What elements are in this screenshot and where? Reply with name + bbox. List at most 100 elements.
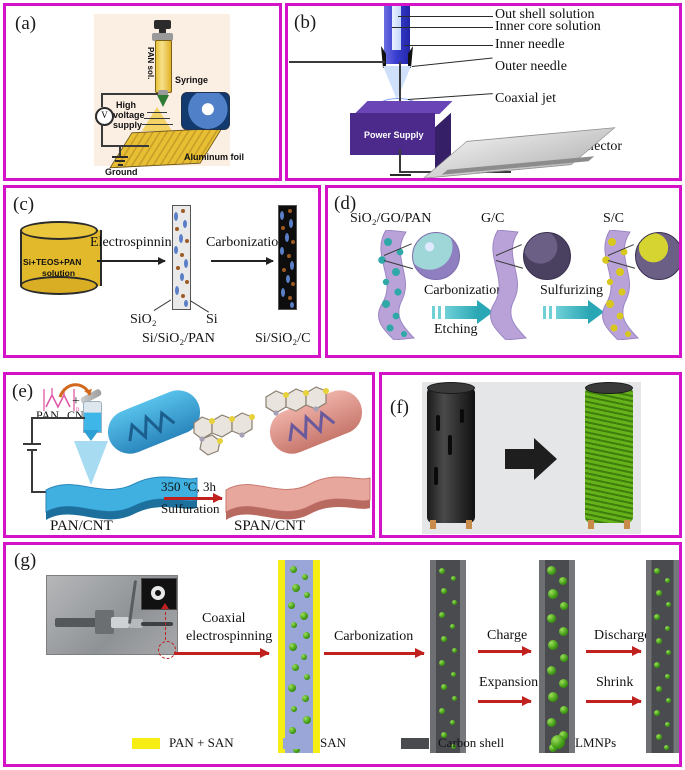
legend-swatch-pan-san: [132, 738, 160, 749]
lmnp-particle: [665, 626, 670, 631]
lmnp-particle: [560, 706, 568, 714]
nanofiber-membrane-photo: [181, 92, 230, 130]
lmnp-particle: [452, 696, 457, 701]
fiber-shape-2: [490, 229, 528, 341]
charge-label: Charge: [487, 628, 528, 643]
callout-line-sio2: [153, 299, 172, 312]
sio2-go-pan-fiber: [356, 229, 416, 350]
coaxial-electrospinning-arrow: [174, 648, 270, 658]
hv-supply-label-1: High: [116, 100, 136, 110]
lmnp-particle: [654, 710, 660, 716]
ground-bar-3: [118, 164, 123, 166]
si-particle: [185, 239, 189, 243]
panel-g-label: (g): [14, 550, 37, 571]
carbonization-label-g: Carbonization: [334, 629, 414, 644]
discharge-label: Discharge: [594, 628, 651, 643]
sc-sulfur-core-zoom: [635, 232, 679, 280]
lmnp-particle: [548, 589, 558, 599]
panel-a-label: (a): [15, 13, 37, 34]
pristine-carbon-fiber-rod: [427, 387, 475, 523]
panel-g: (g) Coaxial electrospinning: [3, 542, 682, 767]
panel-e-label: (e): [12, 381, 34, 402]
panel-f-label: (f): [390, 397, 409, 418]
lmnp-particle: [654, 614, 660, 620]
span-molecular-structure-1: [193, 412, 255, 456]
lmnp-particle: [548, 692, 558, 702]
carbon-shell-layer: [539, 560, 575, 753]
electrospinning-arrow: [97, 257, 166, 265]
reaction-condition-label: 350 ºC, 3h: [161, 479, 216, 494]
voltmeter-label: V: [101, 110, 108, 120]
lmnp-particle: [666, 698, 671, 703]
lmnp-particle: [288, 684, 296, 692]
arrow2-tick-2: [549, 306, 552, 319]
lmnp-particle: [301, 654, 307, 660]
coaxial-electrospinning-label-1: Coaxial: [202, 611, 246, 626]
ground-bar-2: [115, 160, 125, 162]
lmnp-particle: [656, 590, 662, 596]
e-batt-bar-1: [23, 443, 41, 445]
coaxial-needle-photo: [46, 575, 178, 655]
lmnp-particle: [303, 716, 311, 724]
panel-d-label: (d): [334, 193, 357, 214]
sio2-domain: [174, 212, 178, 221]
b-ground-bar-2: [393, 178, 408, 180]
carbon-shell-layer: [646, 560, 679, 753]
span-cnt-product-label: SPAN/CNT: [234, 518, 306, 534]
jet-line-3: [142, 124, 173, 125]
needle-tip-highlight-circle: [158, 641, 176, 659]
gc-fiber: [468, 229, 528, 350]
leader-coaxial-jet: [407, 93, 493, 101]
si-particle: [176, 266, 180, 270]
lmnp-particle: [292, 664, 299, 671]
lmnp-particle: [304, 592, 310, 598]
inset-connector-arrowhead: [161, 603, 169, 609]
si-particle: [181, 294, 185, 298]
lmnp-particle: [666, 650, 671, 655]
sio2-domain: [184, 300, 188, 307]
power-supply-text: Power Supply: [364, 130, 424, 140]
lmnp-particle: [547, 566, 556, 575]
pristine-rod-legs: [430, 520, 472, 529]
coaxial-electrospinning-label-2: electrospinning: [186, 629, 273, 644]
lmnp-particle: [451, 576, 456, 581]
needle-holder: [55, 618, 99, 627]
syringe-needle-tip: [157, 95, 169, 107]
sio2-domain: [289, 219, 293, 228]
lmnp-particle: [548, 640, 558, 650]
pan-cnt-product-label: PAN/CNT: [50, 518, 113, 534]
e-nozzle-body: [83, 401, 102, 433]
ground-bar-1: [112, 156, 128, 158]
panel-b-label: (b): [294, 12, 317, 33]
shrink-label: Shrink: [596, 675, 634, 690]
plus-sign: +: [72, 394, 80, 409]
mixing-arrow-icon: [58, 383, 92, 398]
needle-connector: [95, 610, 114, 634]
lmnp-particle: [450, 720, 455, 725]
discharged-shrunk-fiber: [646, 560, 679, 753]
si-particle: [282, 268, 286, 272]
carbonization-label-d: Carbonization: [424, 283, 504, 298]
carbonization-step-label: Carbonization: [206, 235, 286, 250]
arrow1-tick-2: [438, 306, 441, 319]
expansion-arrow: [478, 696, 532, 706]
lmnp-particle: [559, 577, 567, 585]
sio2-domain: [184, 259, 188, 268]
sio2-go-pan-core-shell-zoom: [412, 232, 460, 280]
etching-label: Etching: [434, 322, 478, 337]
pan-cnt-mat: [44, 468, 199, 521]
lmnp-particle: [560, 602, 568, 610]
lmnp-particle: [439, 612, 445, 618]
sio2-domain: [183, 220, 187, 228]
pristine-rod-pore-3: [434, 467, 438, 485]
lmnp-particle: [304, 674, 310, 680]
lmnp-particle: [303, 632, 310, 639]
si-particle: [181, 209, 185, 213]
sio2-domain: [285, 233, 289, 242]
needle-sleeve-2: [129, 619, 143, 628]
lmnp-particle: [452, 648, 457, 653]
coaxial-jet-label: Coaxial jet: [495, 91, 557, 106]
solution-label-line2: solution: [42, 268, 76, 278]
lmnp-particle: [654, 568, 660, 574]
sio2-domain: [280, 211, 284, 220]
